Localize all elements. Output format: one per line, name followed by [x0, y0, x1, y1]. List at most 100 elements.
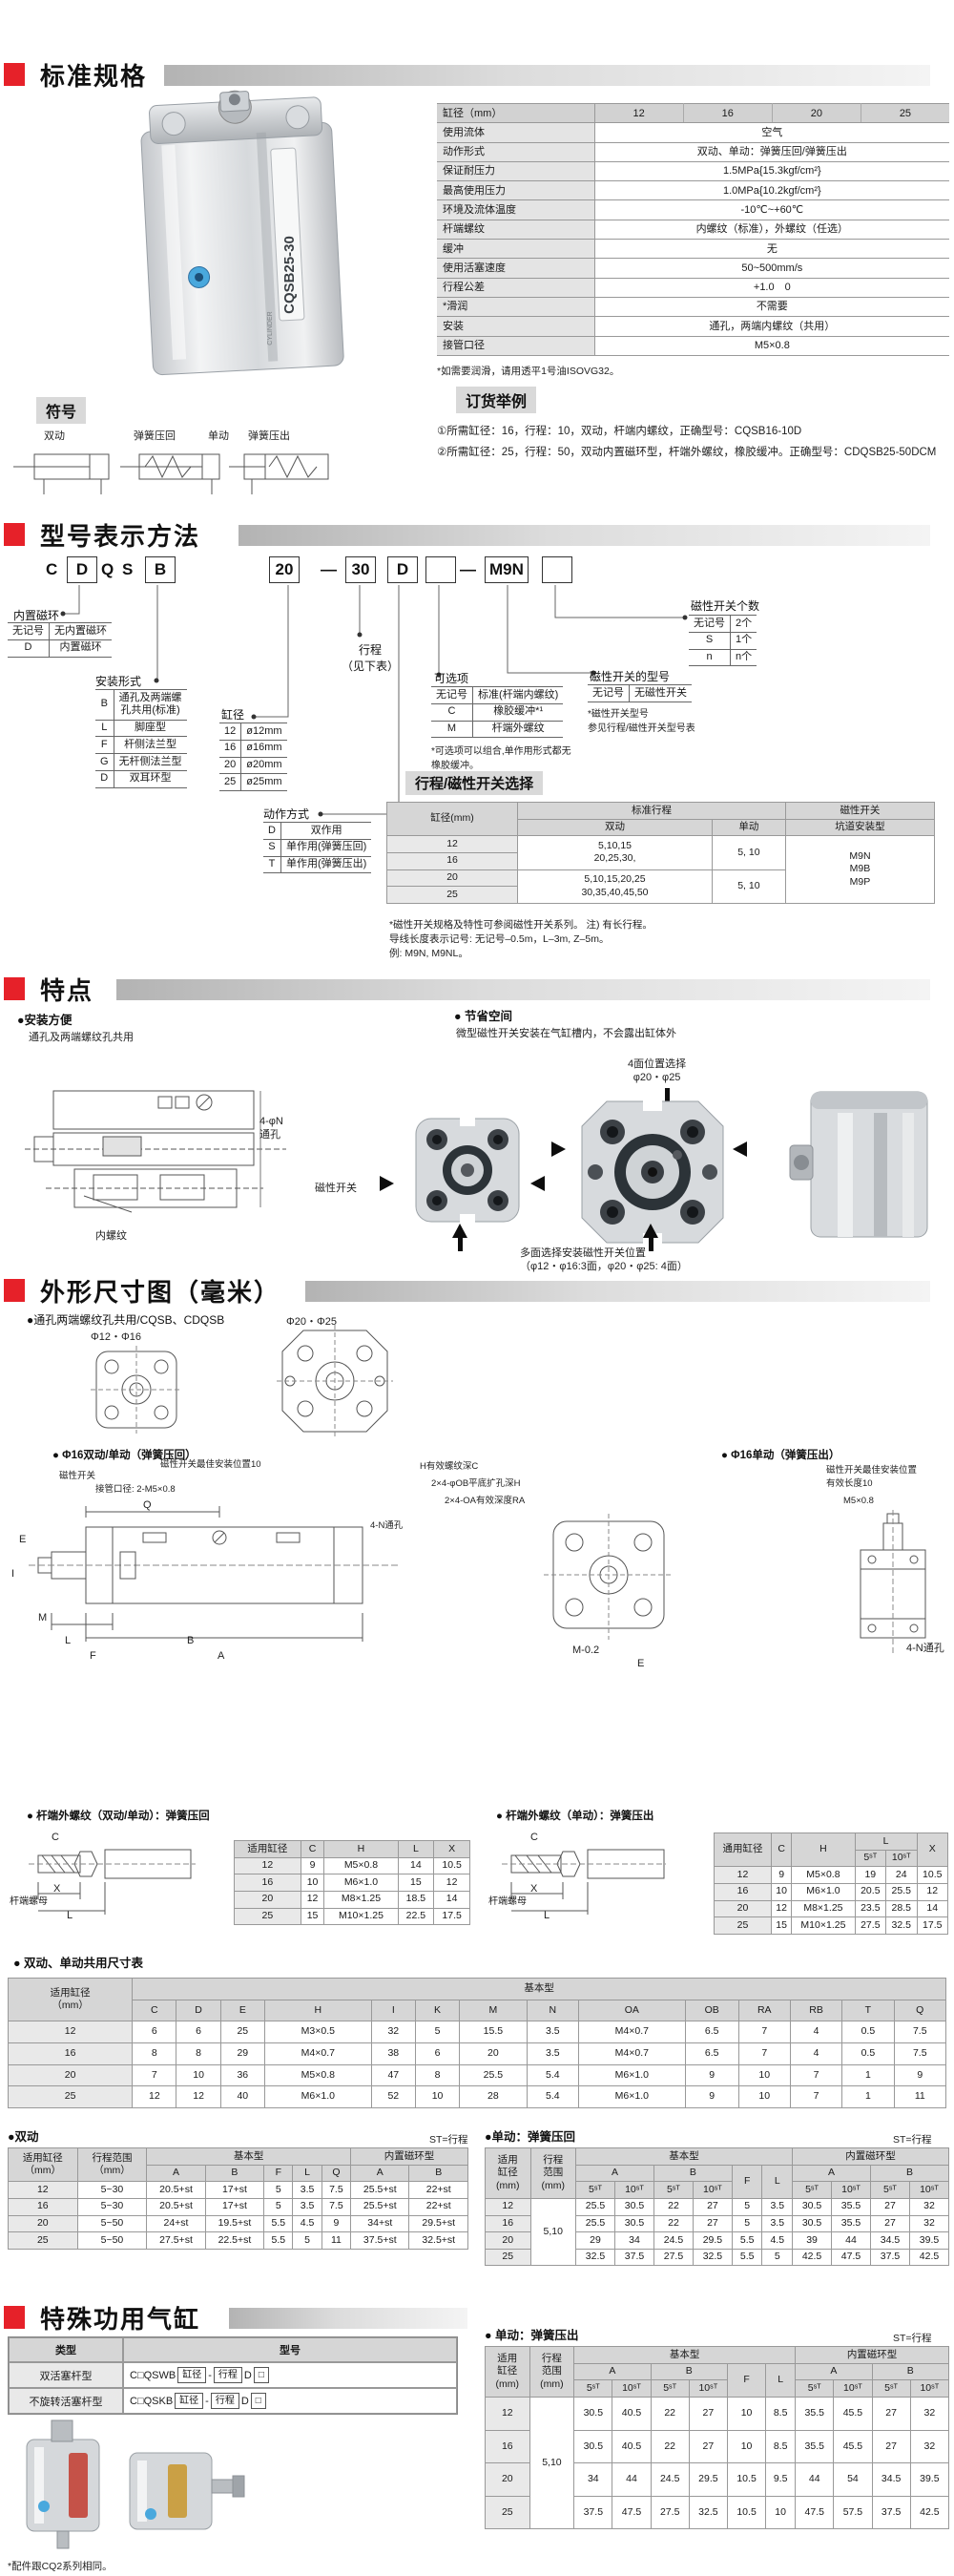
- table-cell: T: [263, 855, 281, 874]
- model-header: 型号: [123, 2337, 457, 2362]
- dash: -: [208, 2369, 212, 2381]
- table-cell: 52: [370, 2085, 416, 2108]
- table-cell: F: [731, 2164, 763, 2199]
- table-cell: 27: [688, 2429, 728, 2464]
- table-cell: A: [350, 2164, 410, 2183]
- switch-qty-label: 磁性开关个数: [691, 599, 760, 613]
- table-cell: 4.5: [761, 2231, 794, 2250]
- table-cell: 12: [485, 2197, 531, 2216]
- code-box-switch: M9N: [485, 556, 529, 583]
- table-cell: 5ˢᵀ: [650, 2379, 690, 2398]
- table-cell: 16: [682, 103, 773, 124]
- table-cell: 5ˢᵀ: [792, 2181, 833, 2199]
- table-cell: 4: [789, 2021, 843, 2043]
- feature2-desc: 微型磁性开关安装在气缸槽内，不会露出缸体外: [456, 1028, 676, 1039]
- table-cell: 7.5: [321, 2197, 352, 2216]
- table-cell: 29.5+st: [408, 2214, 468, 2233]
- table-cell: 10: [737, 2085, 791, 2108]
- table-cell: 使用流体: [437, 122, 595, 143]
- table-cell: 6: [414, 2042, 461, 2065]
- table-cell: 5,10: [529, 2197, 577, 2267]
- table-cell: 30.5: [792, 2197, 833, 2216]
- table-cell: 32: [908, 2214, 950, 2233]
- table-cell: 22: [653, 2197, 694, 2216]
- table-cell: 15: [770, 1916, 793, 1935]
- dim-l: L: [65, 1635, 72, 1646]
- table-row: 适用 缸径 (mm)行程 范围 (mm)基本型内置磁环型: [485, 2147, 949, 2199]
- table-cell: 双作用: [280, 822, 372, 840]
- table-cell: H: [263, 1999, 372, 2022]
- table-cell: A: [573, 2362, 652, 2381]
- table-cell: 34.5: [871, 2462, 911, 2497]
- table-cell: 0.5: [841, 2021, 895, 2043]
- table-cell: C: [132, 1999, 177, 2022]
- code-box-bore: 20: [269, 556, 300, 583]
- section-marker: [4, 63, 25, 86]
- table-cell: 缓冲: [437, 239, 595, 260]
- table-cell: 3.5: [292, 2197, 322, 2216]
- table-cell: 9: [300, 1856, 325, 1875]
- code-char-q: Q: [101, 560, 114, 578]
- section-title-special: 特殊功用气缸: [40, 2305, 201, 2334]
- dim-i: I: [11, 1568, 15, 1580]
- magnet-ring-label: 内置磁环: [13, 609, 60, 622]
- table-cell: 20: [385, 869, 519, 888]
- table-cell: 动作形式: [437, 142, 595, 162]
- table-cell: 27.5+st: [146, 2231, 206, 2250]
- special-type-table: 类型 型号 双活塞杆型 C□QSWB 缸径 - 行程 D □ 不旋转活塞杆型 C…: [8, 2336, 458, 2415]
- table-cell: 单作用(弹簧压回): [280, 838, 372, 857]
- table-cell: 适用缸径 （mm）: [8, 2147, 78, 2183]
- table-cell: M5×0.8: [791, 1866, 856, 1884]
- table-cell: 19.5+st: [204, 2214, 265, 2233]
- table-cell: 内置磁环: [49, 639, 112, 658]
- table-cell: 39: [792, 2231, 833, 2250]
- table-cell: 22+st: [408, 2181, 468, 2199]
- table-cell: 12: [8, 2181, 78, 2199]
- table-cell: M5×0.8: [263, 2063, 372, 2087]
- end-view-photo-small: [415, 1115, 520, 1225]
- table-cell: 5ˢᵀ: [795, 2379, 835, 2398]
- table-cell: 无内置磁环: [49, 622, 112, 640]
- table-cell: 12: [714, 1866, 772, 1884]
- table-cell: 5.5: [263, 2214, 294, 2233]
- table-cell: 54: [833, 2462, 873, 2497]
- table-cell: 39.5: [909, 2462, 950, 2497]
- table-cell: Q: [321, 2164, 352, 2183]
- d-char: D: [243, 2369, 252, 2381]
- table-row: 适用缸径 （mm）基本型: [7, 1977, 946, 2022]
- table-cell: 6.5: [684, 2021, 739, 2043]
- table-cell: n: [689, 648, 731, 667]
- table-cell: 10ˢᵀ: [688, 2379, 728, 2398]
- table-cell: 39.5: [908, 2231, 950, 2250]
- table-cell: 8.5: [765, 2396, 797, 2431]
- table-cell: 45.5: [833, 2429, 873, 2464]
- table-cell: 17+st: [204, 2181, 265, 2199]
- table-cell: B: [653, 2164, 733, 2183]
- table-cell: 通孔，两端内螺纹（共用）: [594, 316, 949, 337]
- order-example-heading: 订货举例: [456, 387, 537, 413]
- table-cell: 25: [8, 2231, 78, 2250]
- option-note: *可选项可以组合,单作用形式都无 橡胶缓冲。: [431, 746, 571, 771]
- code-dash2: —: [460, 560, 476, 578]
- table-cell: 6: [132, 2021, 177, 2043]
- table-cell: *滑润: [437, 297, 595, 318]
- dim-c2: C: [52, 1832, 59, 1843]
- dim-m02: M-0.2: [572, 1644, 600, 1656]
- table-row: 缓冲无: [437, 239, 949, 260]
- table-cell: 8: [176, 2042, 221, 2065]
- table-cell: 12: [300, 1890, 325, 1909]
- table-cell: D: [8, 639, 50, 658]
- symbol-label-single: 单动: [208, 430, 229, 442]
- model-non-rotating: C□QSKB 缸径 - 行程 D □: [123, 2388, 457, 2414]
- table-cell: 22+st: [408, 2197, 468, 2216]
- table-cell: 35.5: [795, 2396, 835, 2431]
- section-title-bar: [116, 979, 930, 1000]
